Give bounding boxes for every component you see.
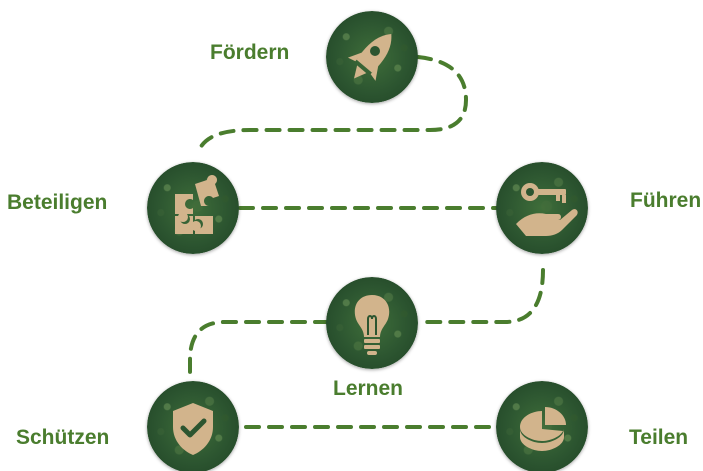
- label-schuetzen: Schützen: [16, 426, 110, 449]
- path-lernen-schuetzen: [188, 320, 330, 380]
- puzzle-icon: [175, 175, 219, 234]
- label-lernen: Lernen: [333, 377, 404, 400]
- node-foerdern: [326, 11, 418, 103]
- path-fuehren-lernen: [418, 268, 545, 324]
- node-schuetzen: [147, 381, 239, 471]
- node-fuehren: [496, 162, 588, 254]
- node-teilen: [496, 381, 588, 471]
- label-fuehren: Führen: [630, 189, 702, 212]
- label-teilen: Teilen: [629, 426, 689, 449]
- pie-chart-icon: [520, 407, 566, 451]
- label-foerdern: Fördern: [210, 41, 290, 64]
- path-foerdern-beteiligen: [196, 55, 469, 155]
- node-beteiligen: [147, 162, 239, 254]
- node-lernen: [326, 277, 418, 369]
- rocket-icon: [347, 34, 392, 81]
- shield-check-icon: [173, 403, 213, 455]
- label-beteiligen: Beteiligen: [7, 191, 108, 214]
- key-hand-icon: [516, 183, 578, 236]
- lightbulb-icon: [354, 295, 390, 355]
